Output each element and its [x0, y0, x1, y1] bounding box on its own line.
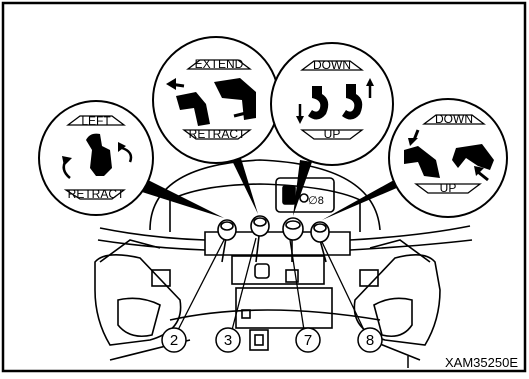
lock-slot [254, 334, 264, 346]
hook-down-icon [308, 86, 329, 120]
telescope-top-label: EXTEND [195, 57, 244, 71]
connector-swing [140, 176, 224, 218]
console-inner [169, 183, 361, 232]
telescope-extend-lever-icon [214, 78, 256, 120]
elevation-bottom-label: UP [440, 181, 457, 195]
floor-curve [169, 309, 381, 321]
figure-frame [1, 1, 527, 373]
hose-right-1 [349, 225, 471, 241]
elevation-down-lever-icon [404, 146, 440, 178]
left-cable [99, 239, 161, 263]
elevation-down-tag [422, 114, 486, 125]
rocker-switch [282, 185, 296, 205]
elevation-up-tag [414, 183, 482, 194]
elevation-up-arrow-icon [477, 170, 489, 182]
lock-switch [249, 329, 269, 351]
callout-3: 3 [215, 327, 241, 353]
left-bracket [151, 269, 171, 287]
winch-bottom-label: UP [324, 127, 341, 141]
panel-swing: LEFT RETRACT [38, 100, 154, 216]
swing-lever-icon [86, 133, 112, 176]
callout-8: 8 [357, 327, 383, 353]
hose-right-2 [349, 239, 473, 251]
knob [254, 263, 270, 279]
right-bracket [359, 269, 379, 287]
callout-3-number: 3 [224, 332, 232, 349]
right-cable [369, 239, 431, 263]
callout-2-number: 2 [170, 332, 178, 349]
console-face [231, 255, 325, 285]
elevation-top-label: DOWN [435, 112, 473, 126]
lever-telescope [250, 215, 270, 263]
right-tag [63, 189, 126, 200]
winch-down-tag [300, 60, 364, 71]
figure-code: XAM35250E [445, 355, 518, 370]
connector-winch [293, 160, 312, 216]
callout-2: 2 [161, 327, 187, 353]
panel-elevation: DOWN UP [388, 98, 508, 218]
winch-top-label: DOWN [313, 58, 351, 72]
callout-7: 7 [295, 327, 321, 353]
elevation-up-lever-icon [452, 144, 494, 170]
telescope-retract-lever-icon [176, 92, 210, 126]
swing-right-arrow-icon [121, 146, 133, 163]
hose-left-2 [97, 239, 206, 251]
console-pedestal [235, 287, 333, 329]
swing-bottom-label: RETRACT [68, 187, 125, 201]
extend-tag [186, 59, 252, 70]
callout-leaders [177, 237, 365, 331]
callout-8-number: 8 [366, 332, 374, 349]
hose-left-1 [99, 227, 206, 241]
callout-7-number: 7 [304, 332, 312, 349]
telescope-bottom-label: RETRACT [189, 127, 246, 141]
panel-winch: DOWN UP [270, 42, 394, 166]
dial-label: ∅8 [308, 195, 324, 207]
swing-top-label: LEFT [81, 114, 111, 128]
left-pad [117, 297, 161, 338]
right-pad [373, 297, 413, 338]
hook-up-icon [342, 84, 363, 120]
left-tag [66, 115, 126, 126]
panel-telescope: EXTEND RETRACT [152, 36, 280, 164]
lever-elevation [310, 221, 330, 263]
lever-swing [217, 219, 237, 263]
lever-group [217, 215, 330, 263]
indicator [285, 269, 299, 283]
retract-tag [182, 129, 252, 140]
winch-up-tag [300, 129, 364, 140]
pilot-lamp [299, 193, 309, 203]
